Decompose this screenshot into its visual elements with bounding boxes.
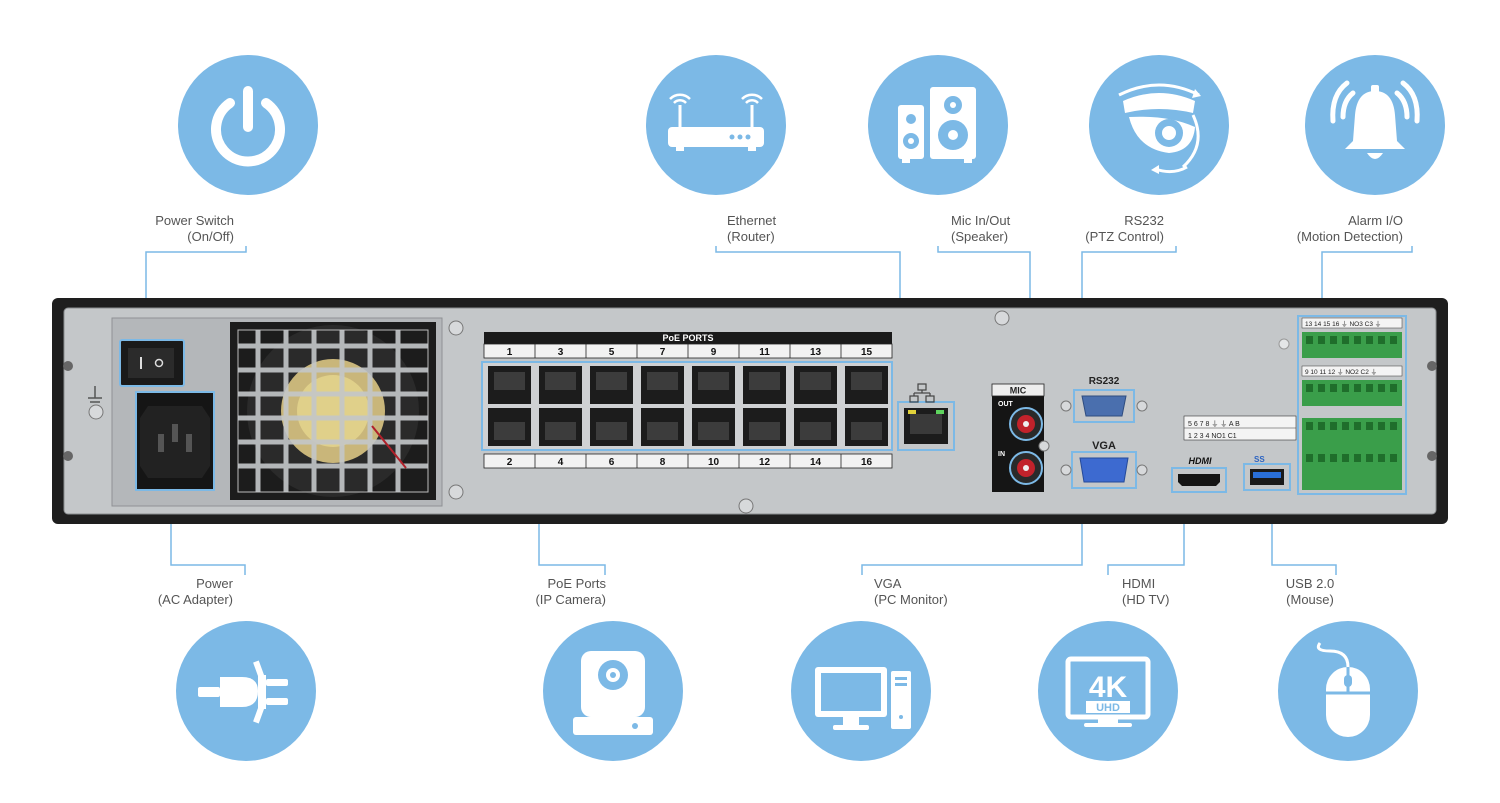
ethernet-label: Ethernet(Router)	[727, 213, 777, 244]
poe-port-number-top: 7	[660, 347, 666, 358]
rs232-callout-icon-circle	[1089, 55, 1229, 195]
poe-port-number-bottom: 6	[609, 457, 615, 468]
rs232-port[interactable]	[1073, 389, 1135, 423]
speaker-icon	[898, 87, 976, 163]
poe-port-number-top: 13	[810, 347, 822, 358]
vga-port-label: VGA	[1092, 440, 1116, 452]
alarm-label: Alarm I/O(Motion Detection)	[1296, 213, 1403, 244]
poe-ports-label: PoE Ports(IP Camera)	[535, 576, 606, 607]
poe-port-number-bottom: 8	[660, 457, 666, 468]
audio-out-label: OUT	[998, 401, 1014, 408]
vga-label: VGA(PC Monitor)	[874, 576, 948, 607]
router-icon	[668, 93, 764, 151]
power-label: Power(AC Adapter)	[157, 576, 233, 607]
poe-callout-icon-circle	[543, 621, 683, 761]
poe-port-number-top: 15	[861, 347, 873, 358]
alarm-bell-icon	[1330, 80, 1420, 159]
relay-terminal-labels: 5 6 7 8 ⏚ ⏚ A B 1 2 3 4 NO1 C1	[1183, 415, 1297, 441]
pc-monitor-icon	[815, 667, 911, 730]
svg-text:4K: 4K	[1089, 671, 1128, 704]
hdmi-port-label: HDMI	[1189, 456, 1212, 466]
svg-text:UHD: UHD	[1096, 702, 1120, 714]
usb-port-label: SS	[1254, 455, 1265, 464]
alarm-callout-icon-circle	[1305, 55, 1445, 195]
poe-port-number-top: 1	[507, 347, 513, 358]
vga-callout-icon-circle	[791, 621, 931, 761]
hdmi-port[interactable]	[1171, 467, 1227, 493]
audio-in-label: IN	[998, 451, 1005, 458]
plug-icon	[198, 660, 288, 724]
mic-callout-icon-circle	[868, 55, 1008, 195]
alarm-row-1-text: 13 14 15 16 ⏚ NO3 C3 ⏚	[1305, 320, 1381, 328]
rs232-label: RS232(PTZ Control)	[1085, 213, 1164, 244]
hdmi-label: HDMI(HD TV)	[1122, 576, 1170, 607]
hdmi-callout-icon-circle: 4K UHD	[1038, 621, 1178, 761]
rs232-port-label: RS232	[1089, 376, 1120, 387]
relay-row-2-text: 1 2 3 4 NO1 C1	[1188, 433, 1237, 440]
poe-header-text: PoE PORTS	[662, 333, 713, 343]
poe-port-number-bottom: 14	[810, 457, 822, 468]
ethernet-callout-icon-circle	[646, 55, 786, 195]
ip-camera-icon	[573, 651, 653, 735]
poe-port-number-top: 11	[759, 347, 770, 358]
mic-block-label: MIC	[1010, 386, 1027, 396]
poe-port-number-top: 9	[711, 347, 717, 358]
4k-tv-icon: 4K UHD	[1065, 656, 1151, 727]
cooling-fan	[230, 322, 436, 500]
mic-audio-block: MIC OUT IN	[991, 383, 1050, 492]
mic-label: Mic In/Out(Speaker)	[951, 213, 1011, 244]
power-callout-icon-circle	[176, 621, 316, 761]
network-icon	[909, 383, 935, 403]
poe-port-number-bottom: 12	[759, 457, 771, 468]
power-switch-label: Power Switch(On/Off)	[155, 213, 234, 244]
poe-port-number-top: 3	[558, 347, 564, 358]
poe-port-number-top: 5	[609, 347, 615, 358]
usb-label: USB 2.0(Mouse)	[1285, 576, 1335, 607]
poe-port-number-bottom: 4	[558, 457, 564, 468]
power-switch-callout-icon-circle	[178, 55, 318, 195]
poe-port-number-bottom: 16	[861, 457, 873, 468]
vga-port[interactable]	[1071, 451, 1137, 489]
mouse-icon	[1316, 642, 1370, 737]
power-icon	[211, 86, 285, 167]
usb-port[interactable]	[1243, 463, 1291, 491]
relay-row-1-text: 5 6 7 8 ⏚ ⏚ A B	[1188, 420, 1240, 428]
poe-port-number-bottom: 2	[507, 457, 513, 468]
poe-port-number-bottom: 10	[708, 457, 720, 468]
ptz-camera-icon	[1118, 83, 1201, 174]
alarm-row-2-text: 9 10 11 12 ⏚ NO2 C2 ⏚	[1305, 368, 1377, 376]
alarm-io-terminals: 13 14 15 16 ⏚ NO3 C3 ⏚ 9 10 11 12 ⏚ NO2 …	[1297, 315, 1407, 495]
usb-callout-icon-circle	[1278, 621, 1418, 761]
